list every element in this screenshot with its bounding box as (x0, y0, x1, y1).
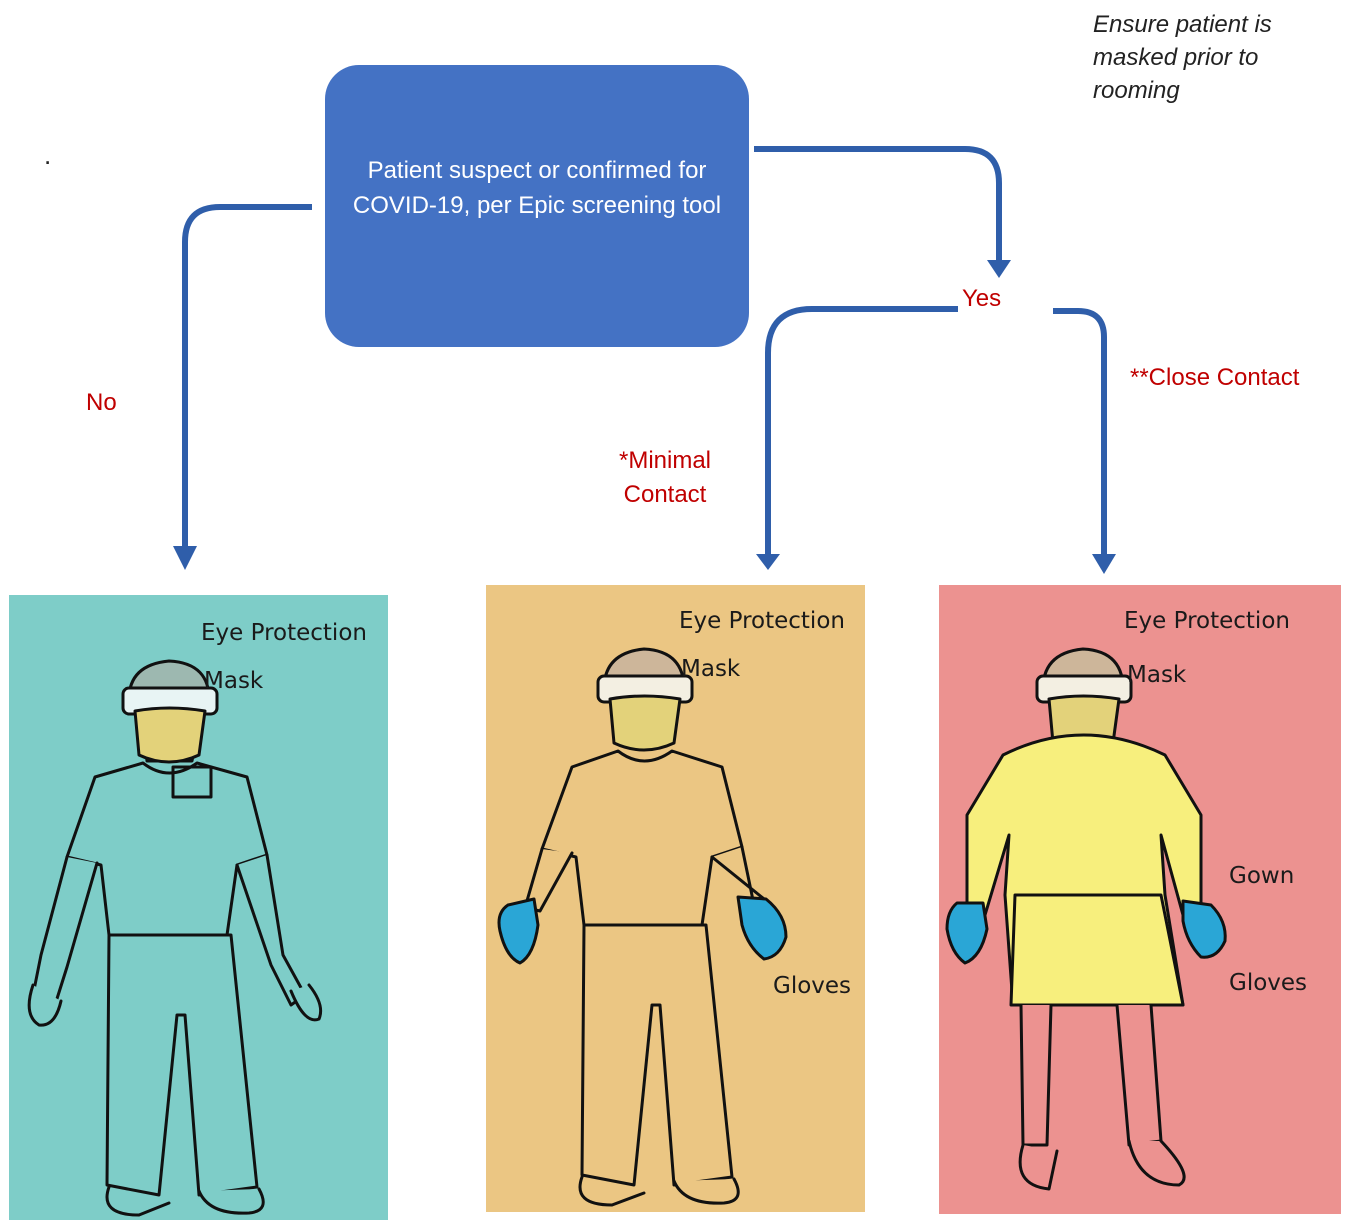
glove-right (736, 895, 788, 961)
arrowhead-no (173, 546, 197, 570)
stray-mark: . (44, 140, 52, 170)
ppe-label-mask: Mask (681, 656, 741, 682)
ppe-label-mask: Mask (204, 668, 264, 694)
ppe-label-eye-protection: Eye Protection (1124, 608, 1290, 634)
branch-label-close-contact: **Close Contact (1130, 364, 1300, 391)
ppe-label-eye-protection: Eye Protection (201, 620, 367, 646)
ppe-panel-close-contact: Eye Protection Mask Gown Gloves (939, 585, 1341, 1214)
arrow-minimal (765, 306, 958, 556)
decision-box: Patient suspect or confirmed for COVID-1… (325, 65, 749, 347)
figure-scrubs-illustration (27, 659, 323, 1217)
branch-label-yes: Yes (962, 285, 1002, 312)
decision-text: Patient suspect or confirmed for COVID-1… (352, 157, 722, 219)
ppe-label-gown: Gown (1229, 863, 1295, 889)
arrow-close (1053, 308, 1107, 556)
ppe-label-mask: Mask (1127, 662, 1187, 688)
ppe-panel-no: Eye Protection Mask (9, 595, 388, 1220)
arrowhead-yes (987, 260, 1011, 278)
ppe-label-eye-protection: Eye Protection (679, 608, 845, 634)
ppe-label-gloves: Gloves (1229, 970, 1308, 996)
branch-label-no: No (86, 389, 117, 416)
figure-gown-illustration (945, 647, 1227, 1191)
arrow-yes (754, 146, 1002, 262)
flow-arrows (173, 146, 1116, 574)
branch-label-minimal-contact: *Minimal Contact (618, 447, 711, 508)
ppe-label-gloves: Gloves (773, 973, 852, 999)
arrowhead-close (1092, 554, 1116, 574)
arrow-no (182, 204, 312, 548)
arrowhead-minimal (756, 554, 780, 570)
glove-right (1181, 899, 1227, 959)
ppe-panel-minimal-contact: Eye Protection Mask Gloves (486, 585, 865, 1212)
figure-gloves-illustration (497, 647, 788, 1207)
masking-note: Ensure patient is masked prior to roomin… (1093, 11, 1272, 104)
glove-left (945, 901, 989, 965)
glove-left (497, 897, 540, 965)
